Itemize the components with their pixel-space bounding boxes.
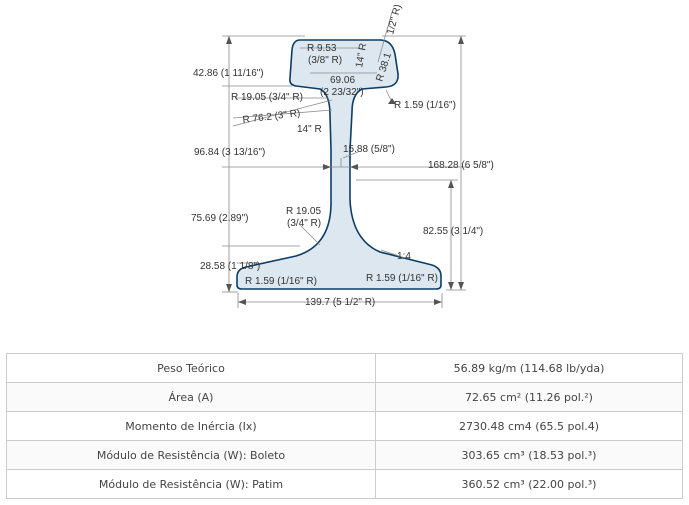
- head-width-inch-label: (2 23/32"): [320, 87, 364, 98]
- table-row: Área (A) 72.65 cm² (11.26 pol.²): [6, 382, 683, 412]
- spec-value: 72.65 cm² (11.26 pol.²): [375, 382, 683, 412]
- head-top-radius-inch-label: (3/8" R): [308, 55, 342, 66]
- base-to-head-label: 82.55 (3 1/4"): [423, 226, 483, 237]
- spec-label: Módulo de Resistência (W): Boleto: [6, 440, 376, 470]
- foot-radius-right-label: R 1.59 (1/16" R): [366, 273, 438, 284]
- head-fillet-label: R 1.59 (1/16"): [394, 100, 456, 111]
- spec-label: Área (A): [6, 382, 376, 412]
- table-row: Peso Teórico 56.89 kg/m (114.68 lb/yda): [6, 353, 683, 383]
- base-width-label: 139.7 (5 1/2" R): [305, 297, 375, 308]
- table-row: Momento de Inércia (Ix) 2730.48 cm4 (65.…: [6, 411, 683, 441]
- dimension-lines: [222, 11, 470, 308]
- web-14r-label: 14" R: [297, 124, 322, 135]
- lower-fillet-label: R 19.05: [286, 206, 321, 217]
- table-row: Módulo de Resistência (W): Patim 360.52 …: [6, 469, 683, 499]
- web-lower-height-label: 75.69 (2.89"): [191, 213, 248, 224]
- lower-fillet-inch-label: (3/4" R): [287, 218, 321, 229]
- spec-value: 2730.48 cm4 (65.5 pol.4): [375, 411, 683, 441]
- head-width-label: 69.06: [330, 75, 355, 86]
- dimension-arrowheads: [226, 36, 464, 305]
- spec-value: 303.65 cm³ (18.53 pol.³): [375, 440, 683, 470]
- head-height-label: 42.86 (1 11/16"): [193, 68, 264, 79]
- spec-label: Módulo de Resistência (W): Patim: [6, 469, 376, 499]
- rail-profile-diagram: R 9.53 (3/8" R) 1/2" R) R 38.1 14" R 42.…: [191, 3, 494, 308]
- spec-value: 360.52 cm³ (22.00 pol.³): [375, 469, 683, 499]
- head-side-14r-label: 14" R: [354, 42, 369, 68]
- spec-label: Peso Teórico: [6, 353, 376, 383]
- base-height-label: 28.58 (1 1/8"): [200, 261, 260, 272]
- foot-radius-left-label: R 1.59 (1/16" R): [245, 276, 317, 287]
- head-top-radius-label: R 9.53: [307, 43, 337, 54]
- rail-cross-section: [236, 39, 442, 290]
- neutral-height-label: 96.84 (3 13/16"): [194, 147, 265, 158]
- spec-label: Momento de Inércia (Ix): [6, 411, 376, 441]
- web-radius-label: R 76.2 (3" R): [242, 108, 301, 126]
- total-height-label: 168.28 (6 5/8"): [428, 160, 494, 171]
- spec-value: 56.89 kg/m (114.68 lb/yda): [375, 353, 683, 383]
- corner-radius-label: 1/2" R): [385, 3, 404, 36]
- table-row: Módulo de Resistência (W): Boleto 303.65…: [6, 440, 683, 470]
- flange-slope-label: 1:4: [397, 251, 411, 262]
- upper-fillet-label: R 19.05 (3/4" R): [231, 92, 303, 103]
- specifications-table: Peso Teórico 56.89 kg/m (114.68 lb/yda) …: [6, 353, 683, 499]
- web-thickness-label: 15.88 (5/8"): [343, 144, 395, 155]
